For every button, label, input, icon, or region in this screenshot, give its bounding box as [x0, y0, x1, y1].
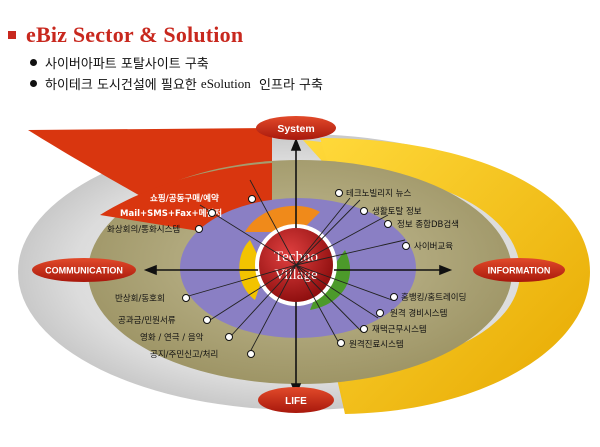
pill-system: System [256, 116, 336, 140]
bullet-item-1: 사이버아파트 포탈사이트 구축 [30, 52, 323, 73]
bullet-dot-icon [30, 59, 37, 66]
system-item-2: Mail+SMS+Fax+메신저 [120, 208, 222, 219]
node-dot-icon [402, 242, 410, 250]
node-dot-icon [208, 209, 216, 217]
diagonals [184, 179, 406, 353]
info-item-8: 원격진료시스템 [349, 339, 404, 350]
bullet-text-2c: 인프라 구축 [250, 78, 323, 93]
bullet-text-2b: eSolution [200, 75, 251, 91]
information-bottom-items: 홈뱅킹/홈트레이딩 원격 경비시스템 재택근무시스템 원격진료시스템 [337, 292, 466, 350]
pill-communication: COMMUNICATION [32, 258, 136, 282]
title-bullet [8, 31, 16, 39]
pill-life-label: LIFE [285, 396, 307, 407]
node-dot-icon [195, 225, 203, 233]
pill-information-label: INFORMATION [488, 266, 551, 276]
node-dot-icon [384, 220, 392, 228]
node-dot-icon [390, 293, 398, 301]
info-item-3: 정보 종합DB검색 [397, 219, 459, 230]
page-title: eBiz Sector & Solution [26, 22, 244, 47]
information-top-items: 테크노빌리지 뉴스 생활토탈 정보 정보 종합DB검색 사이버교육 [335, 188, 459, 252]
center-label-2: Village [274, 267, 318, 283]
node-dot-icon [248, 195, 256, 203]
info-item-2: 생활토탈 정보 [372, 206, 422, 217]
bullet-text-2a: 하이테크 도시건설에 필요한 [45, 78, 201, 93]
comm-item-3: 영화 / 연극 / 음악 [140, 332, 204, 343]
system-items: 쇼핑/공동구매/예약 Mail+SMS+Fax+메신저 화상회의/통화시스템 [107, 193, 256, 235]
yellow-arc-body [320, 138, 590, 414]
system-item-3: 화상회의/통화시스템 [107, 224, 180, 235]
node-dot-icon [225, 333, 233, 341]
node-dot-icon [376, 309, 384, 317]
title-row: eBiz Sector & Solution [8, 22, 243, 48]
pill-information: INFORMATION [473, 258, 565, 282]
node-dot-icon [360, 207, 368, 215]
center-label-1: Techno [274, 249, 318, 265]
pill-system-label: System [277, 123, 314, 135]
node-dot-icon [337, 339, 345, 347]
node-dot-icon [247, 350, 255, 358]
system-item-1: 쇼핑/공동구매/예약 [150, 193, 219, 204]
info-item-1: 테크노빌리지 뉴스 [346, 188, 411, 199]
node-dot-icon [182, 294, 190, 302]
bullet-text-1: 사이버아파트 포탈사이트 구축 [45, 57, 209, 72]
communication-items: 반상회/동호회 공과금/민원서류 영화 / 연극 / 음악 공지/주민신고/처리 [115, 293, 255, 360]
comm-item-1: 반상회/동호회 [115, 293, 165, 304]
info-item-5: 홈뱅킹/홈트레이딩 [401, 292, 466, 303]
bullet-item-2: 하이테크 도시건설에 필요한 eSolution 인프라 구축 [30, 73, 323, 94]
comm-item-2: 공과금/민원서류 [118, 315, 176, 326]
node-dot-icon [335, 189, 343, 197]
bullet-dot-icon [30, 80, 37, 87]
pill-communication-label: COMMUNICATION [45, 266, 123, 276]
info-item-7: 재택근무시스템 [372, 324, 427, 335]
info-item-6: 원격 경비시스템 [390, 308, 447, 319]
node-dot-icon [203, 316, 211, 324]
pill-life: LIFE [258, 387, 334, 413]
bullet-list: 사이버아파트 포탈사이트 구축 하이테크 도시건설에 필요한 eSolution… [30, 52, 323, 94]
node-dot-icon [360, 325, 368, 333]
comm-item-4: 공지/주민신고/처리 [150, 349, 218, 360]
info-item-4: 사이버교육 [414, 241, 453, 252]
